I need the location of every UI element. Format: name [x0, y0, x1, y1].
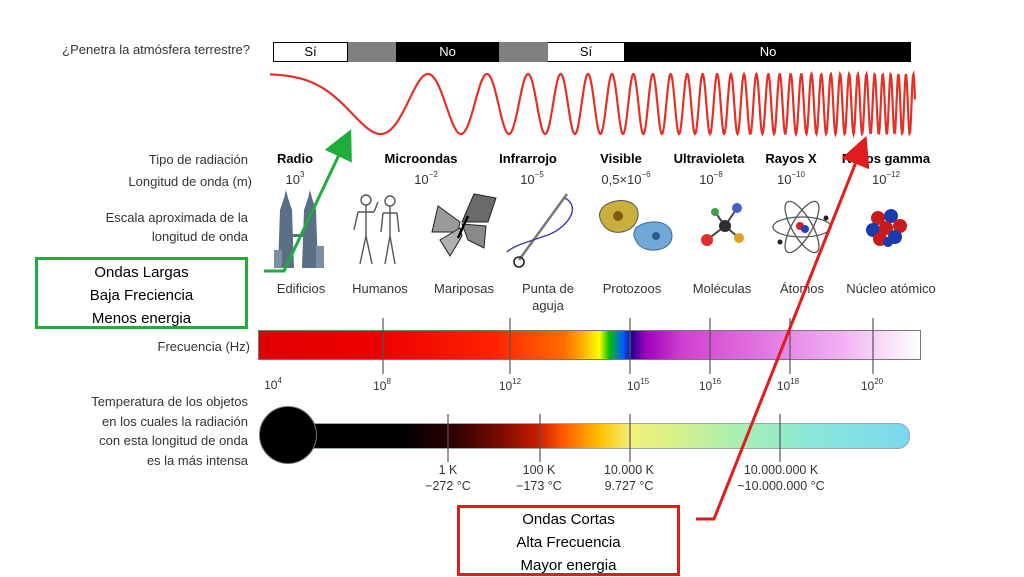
object-nucleus: Núcleo atómico: [846, 281, 936, 296]
object-butterflies: Mariposas: [434, 281, 494, 296]
freq-tick-1: 104: [264, 376, 282, 392]
atmosphere-no-2: No: [759, 44, 777, 59]
freq-tick-5: 1016: [698, 377, 722, 393]
temp-10000k-kelvin: 10.000 K: [603, 463, 655, 477]
molecules-icon: [701, 203, 744, 246]
thermometer-bulb: [259, 406, 317, 464]
category-ultraviolet: Ultravioleta: [673, 151, 745, 166]
wave-graphic: [270, 69, 917, 139]
object-atoms: Átomos: [779, 281, 825, 296]
callout-short-line2: Alta Frecuencia: [516, 534, 621, 551]
type-label: Tipo de radiación: [148, 152, 248, 167]
atmosphere-label: ¿Penetra la atmósfera terrestre?: [62, 42, 250, 57]
wave-line: [270, 69, 917, 139]
nucleus-icon: [866, 209, 907, 247]
temp-10000000k-kelvin: 10.000.000 K: [743, 463, 819, 477]
wavelength-infrared: 10−5: [520, 170, 544, 187]
freq-tick-7: 1020: [860, 377, 884, 393]
temp-100k: 100 K −173 °C: [484, 462, 594, 494]
callout-long-line1: Ondas Largas: [94, 264, 189, 281]
green-arrow: [264, 129, 352, 273]
wavelength-radio: 103: [285, 170, 305, 187]
freq-tick-2: 108: [373, 377, 391, 393]
category-infrared: Infrarrojo: [499, 151, 557, 166]
wavelength-microwave: 10−2: [414, 170, 438, 187]
temp-1k: 1 K −272 °C: [393, 462, 503, 494]
atmosphere-yes-visible: Sí: [548, 43, 624, 61]
atmosphere-yes-radio: Sí: [274, 43, 347, 61]
callout-long-line3: Menos energia: [91, 310, 192, 327]
object-buildings: Edificios: [276, 281, 326, 296]
object-humans: Humanos: [352, 281, 408, 296]
scale-label: Escala aproximada de la longitud de onda: [105, 210, 248, 244]
temp-10000000k-celsius: ~10.000.000 °C: [737, 479, 825, 493]
callout-short-waves: Ondas Cortas Alta Frecuencia Mayor energ…: [457, 505, 680, 576]
atmosphere-partial-infrared: [499, 42, 548, 62]
protozoa-icon: [599, 200, 673, 251]
frequency-label: Frecuencia (Hz): [157, 339, 250, 354]
freq-tick-4: 1015: [626, 377, 650, 393]
category-xray: Rayos X: [765, 151, 817, 166]
temp-1k-celsius: −272 °C: [425, 479, 471, 493]
category-radio: Radio: [276, 151, 314, 166]
temp-1k-kelvin: 1 K: [438, 463, 458, 477]
humans-icon: [353, 194, 400, 265]
freq-tick-3: 1012: [498, 377, 522, 393]
frequency-spectrum-bar: [258, 330, 921, 360]
temp-10000k-celsius: 9.727 °C: [604, 479, 654, 493]
needle-icon: [506, 193, 573, 268]
wavelength-ultraviolet: 10−8: [699, 170, 723, 187]
wavelength-visible: 0,5×10−6: [601, 170, 651, 187]
object-needle: Punta de aguja: [521, 281, 575, 313]
temp-100k-celsius: −173 °C: [516, 479, 562, 493]
callout-short-line3: Mayor energia: [520, 557, 617, 574]
wavelength-xray: 10−10: [776, 170, 806, 187]
callout-long-line2: Baja Freciencia: [89, 287, 194, 304]
wavelength-gamma: 10−12: [871, 170, 901, 187]
category-microwave: Microondas: [384, 151, 458, 166]
wavelength-label: Longitud de onda (m): [128, 174, 252, 189]
temp-100k-kelvin: 100 K: [522, 463, 556, 477]
callout-short-line1: Ondas Cortas: [522, 511, 615, 528]
temperature-tick-lines: [447, 414, 781, 462]
thermometer-bar: [290, 423, 910, 449]
category-visible: Visible: [600, 151, 642, 166]
temp-10000000k: 10.000.000 K ~10.000.000 °C: [716, 462, 846, 494]
callout-long-waves: Ondas Largas Baja Freciencia Menos energ…: [35, 257, 248, 329]
temp-10000k: 10.000 K 9.727 °C: [574, 462, 684, 494]
atmosphere-partial-microwave: [348, 42, 396, 62]
red-arrow: [696, 135, 870, 521]
atmosphere-no-1: No: [439, 44, 456, 59]
butterfly-icon: [431, 193, 497, 257]
freq-tick-6: 1018: [776, 377, 800, 393]
temperature-label: Temperatura de los objetos en los cuales…: [91, 394, 248, 468]
atmosphere-bar: Sí No Sí No: [273, 42, 911, 62]
atom-icon: [772, 200, 832, 254]
object-molecules: Moléculas: [692, 281, 752, 296]
object-protozoa: Protozoos: [602, 281, 662, 296]
